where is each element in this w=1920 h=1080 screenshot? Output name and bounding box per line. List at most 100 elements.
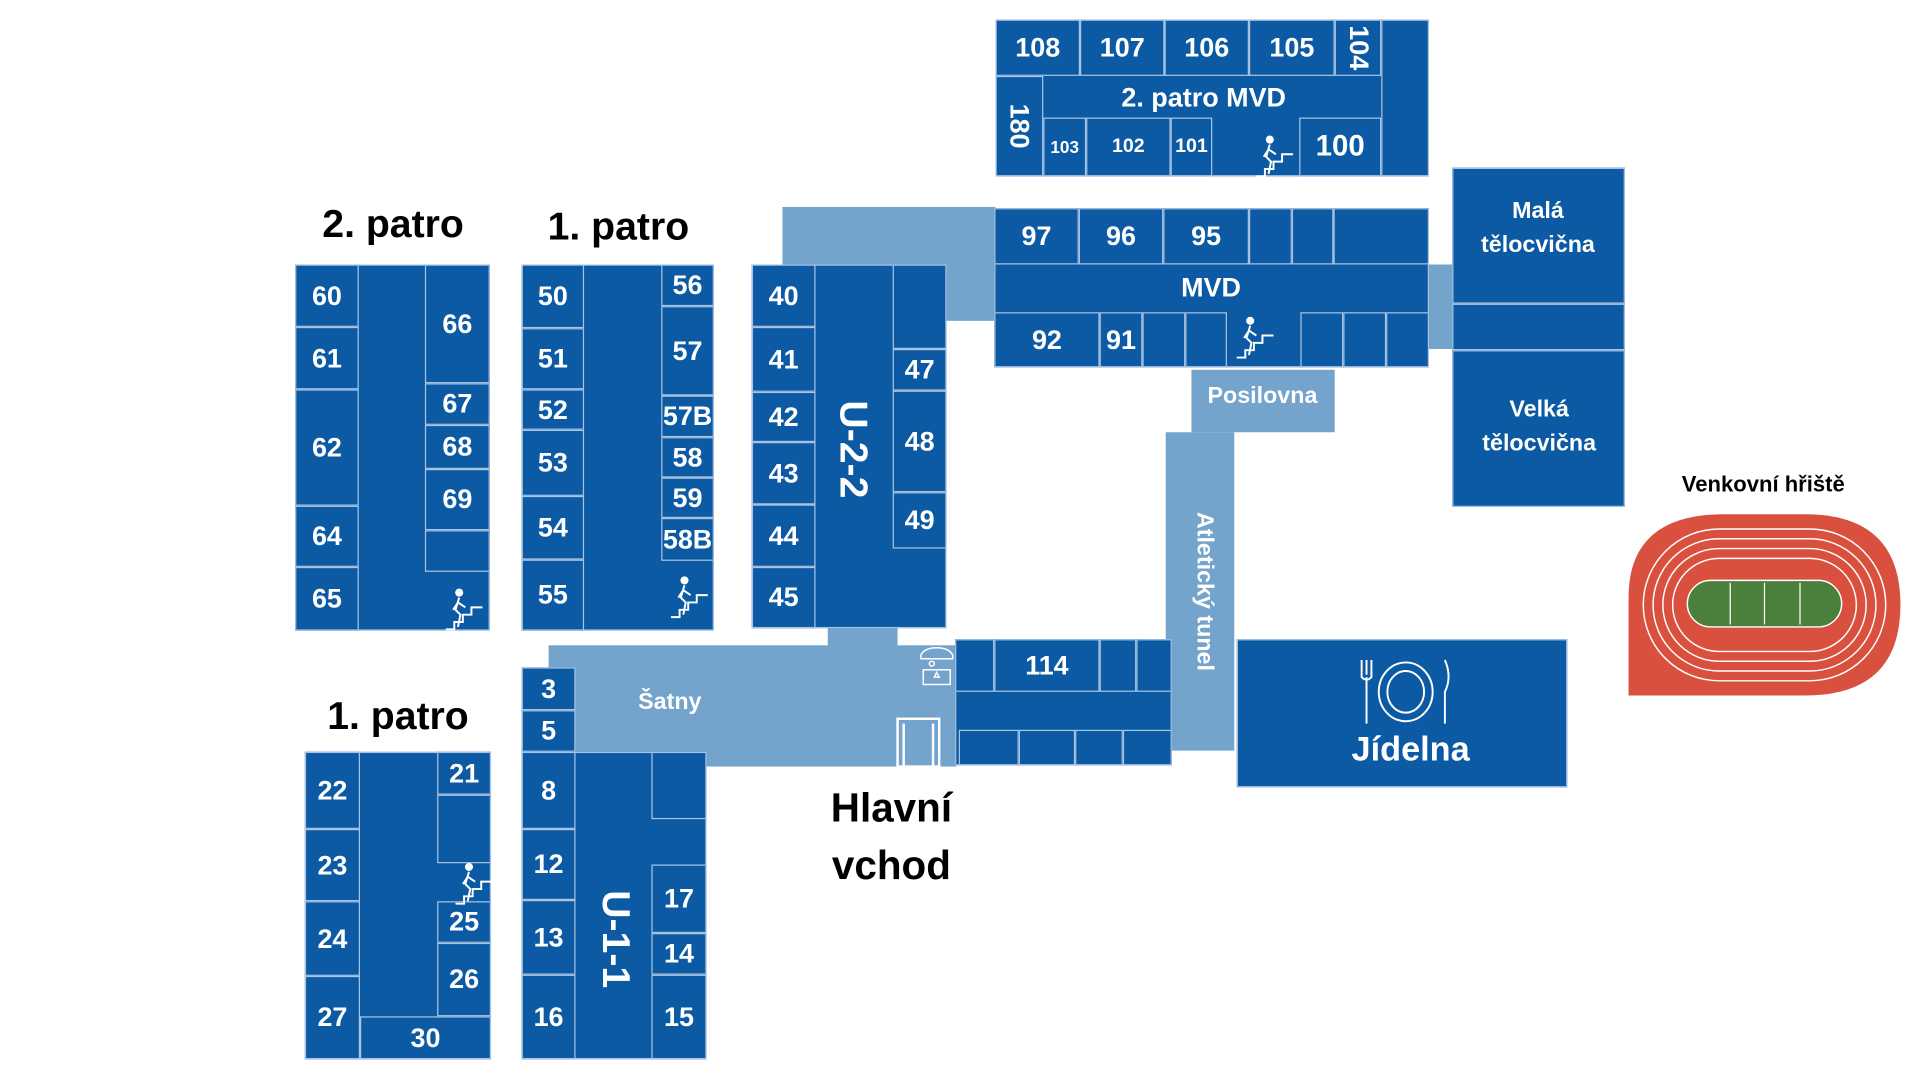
room-44[interactable]: 44	[751, 504, 816, 567]
room-53[interactable]: 53	[521, 429, 585, 496]
room-unlabeled[interactable]	[1248, 208, 1292, 265]
room-96[interactable]: 96	[1078, 208, 1164, 265]
room-unlabeled[interactable]	[651, 751, 707, 820]
room-unlabeled[interactable]	[1343, 312, 1387, 368]
room-43[interactable]: 43	[751, 442, 816, 505]
room-66[interactable]: 66	[424, 264, 490, 384]
room-number: 53	[537, 446, 568, 478]
room-number: 65	[311, 582, 342, 614]
room-unlabeled[interactable]	[1452, 350, 1625, 507]
room-180[interactable]: 180	[995, 75, 1044, 177]
room-number: 180	[1004, 103, 1036, 149]
room-103[interactable]: 103	[1043, 117, 1087, 177]
heading-floor1-upper: 1. patro	[547, 203, 690, 248]
room-102[interactable]: 102	[1086, 117, 1171, 177]
room-62[interactable]: 62	[295, 389, 359, 506]
room-25[interactable]: 25	[437, 901, 492, 943]
room-22[interactable]: 22	[304, 751, 361, 829]
room-14[interactable]: 14	[651, 933, 707, 975]
room-unlabeled[interactable]	[1452, 167, 1625, 304]
room-59[interactable]: 59	[661, 477, 714, 518]
room-41[interactable]: 41	[751, 326, 816, 392]
room-unlabeled[interactable]	[1300, 312, 1344, 368]
room-unlabeled[interactable]	[1018, 729, 1076, 766]
room-64[interactable]: 64	[295, 505, 359, 567]
room-58B[interactable]: 58B	[661, 517, 714, 561]
room-unlabeled[interactable]	[1381, 19, 1429, 177]
room-68[interactable]: 68	[424, 424, 490, 469]
room-15[interactable]: 15	[651, 974, 707, 1060]
room-69[interactable]: 69	[424, 468, 490, 531]
room-51[interactable]: 51	[521, 328, 585, 390]
room-number: 97	[1021, 220, 1052, 252]
room-unlabeled[interactable]	[424, 530, 490, 572]
room-24[interactable]: 24	[304, 901, 361, 976]
room-91[interactable]: 91	[1099, 312, 1143, 368]
room-107[interactable]: 107	[1080, 19, 1165, 76]
room-56[interactable]: 56	[661, 264, 714, 307]
posilovna-area[interactable]	[1191, 369, 1335, 433]
room-95[interactable]: 95	[1163, 208, 1249, 265]
room-5[interactable]: 5	[521, 710, 576, 752]
room-58[interactable]: 58	[661, 437, 714, 478]
room-105[interactable]: 105	[1248, 19, 1335, 76]
room-48[interactable]: 48	[892, 390, 947, 493]
room-unlabeled[interactable]	[1185, 312, 1227, 368]
room-52[interactable]: 52	[521, 389, 585, 430]
room-50[interactable]: 50	[521, 264, 585, 329]
room-unlabeled[interactable]	[1075, 729, 1123, 766]
room-57B[interactable]: 57B	[661, 395, 714, 438]
room-16[interactable]: 16	[521, 974, 576, 1060]
room-8[interactable]: 8	[521, 751, 576, 829]
room-number: 48	[904, 425, 935, 457]
room-47[interactable]: 47	[892, 348, 947, 391]
room-108[interactable]: 108	[995, 19, 1081, 76]
athletic-tunnel[interactable]	[1165, 432, 1235, 751]
room-27[interactable]: 27	[304, 975, 361, 1060]
room-40[interactable]: 40	[751, 264, 816, 327]
room-54[interactable]: 54	[521, 495, 585, 560]
room-101[interactable]: 101	[1170, 117, 1213, 177]
room-unlabeled[interactable]	[892, 264, 947, 349]
room-23[interactable]: 23	[304, 828, 361, 902]
room-12[interactable]: 12	[521, 828, 576, 901]
room-3[interactable]: 3	[521, 667, 576, 711]
room-61[interactable]: 61	[295, 326, 359, 390]
room-92[interactable]: 92	[994, 312, 1100, 368]
room-100[interactable]: 100	[1299, 117, 1382, 177]
room-114[interactable]: 114	[994, 639, 1100, 692]
room-49[interactable]: 49	[892, 492, 947, 549]
main-door-icon[interactable]	[894, 716, 943, 767]
room-17[interactable]: 17	[651, 864, 707, 934]
room-67[interactable]: 67	[424, 383, 490, 425]
room-unlabeled[interactable]	[1386, 312, 1429, 368]
room-unlabeled[interactable]	[1099, 639, 1137, 692]
room-21[interactable]: 21	[437, 751, 492, 795]
room-60[interactable]: 60	[295, 264, 359, 327]
room-26[interactable]: 26	[437, 942, 492, 1017]
outdoor-track-icon[interactable]	[1626, 512, 1903, 698]
room-106[interactable]: 106	[1164, 19, 1249, 76]
room-55[interactable]: 55	[521, 559, 585, 631]
satny-area[interactable]	[548, 645, 957, 767]
room-unlabeled[interactable]	[437, 794, 492, 864]
room-number: 52	[537, 393, 568, 425]
room-unlabeled[interactable]	[1333, 208, 1429, 265]
room-unlabeled[interactable]	[1142, 312, 1186, 368]
room-45[interactable]: 45	[751, 566, 816, 629]
room-104[interactable]: 104	[1334, 19, 1382, 76]
room-number: 54	[537, 511, 568, 543]
room-unlabeled[interactable]	[1291, 208, 1334, 265]
room-97[interactable]: 97	[994, 208, 1079, 265]
room-unlabeled[interactable]	[1136, 639, 1172, 692]
room-unlabeled[interactable]	[1452, 303, 1625, 351]
area-label-mvd2: 2. patro MVD	[1121, 82, 1287, 113]
room-unlabeled[interactable]	[1122, 729, 1172, 766]
room-65[interactable]: 65	[295, 566, 359, 631]
room-13[interactable]: 13	[521, 900, 576, 975]
room-unlabeled[interactable]	[958, 729, 1019, 766]
room-42[interactable]: 42	[751, 391, 816, 443]
room-30[interactable]: 30	[360, 1016, 492, 1060]
room-unlabeled[interactable]	[955, 639, 995, 692]
room-57[interactable]: 57	[661, 306, 714, 396]
